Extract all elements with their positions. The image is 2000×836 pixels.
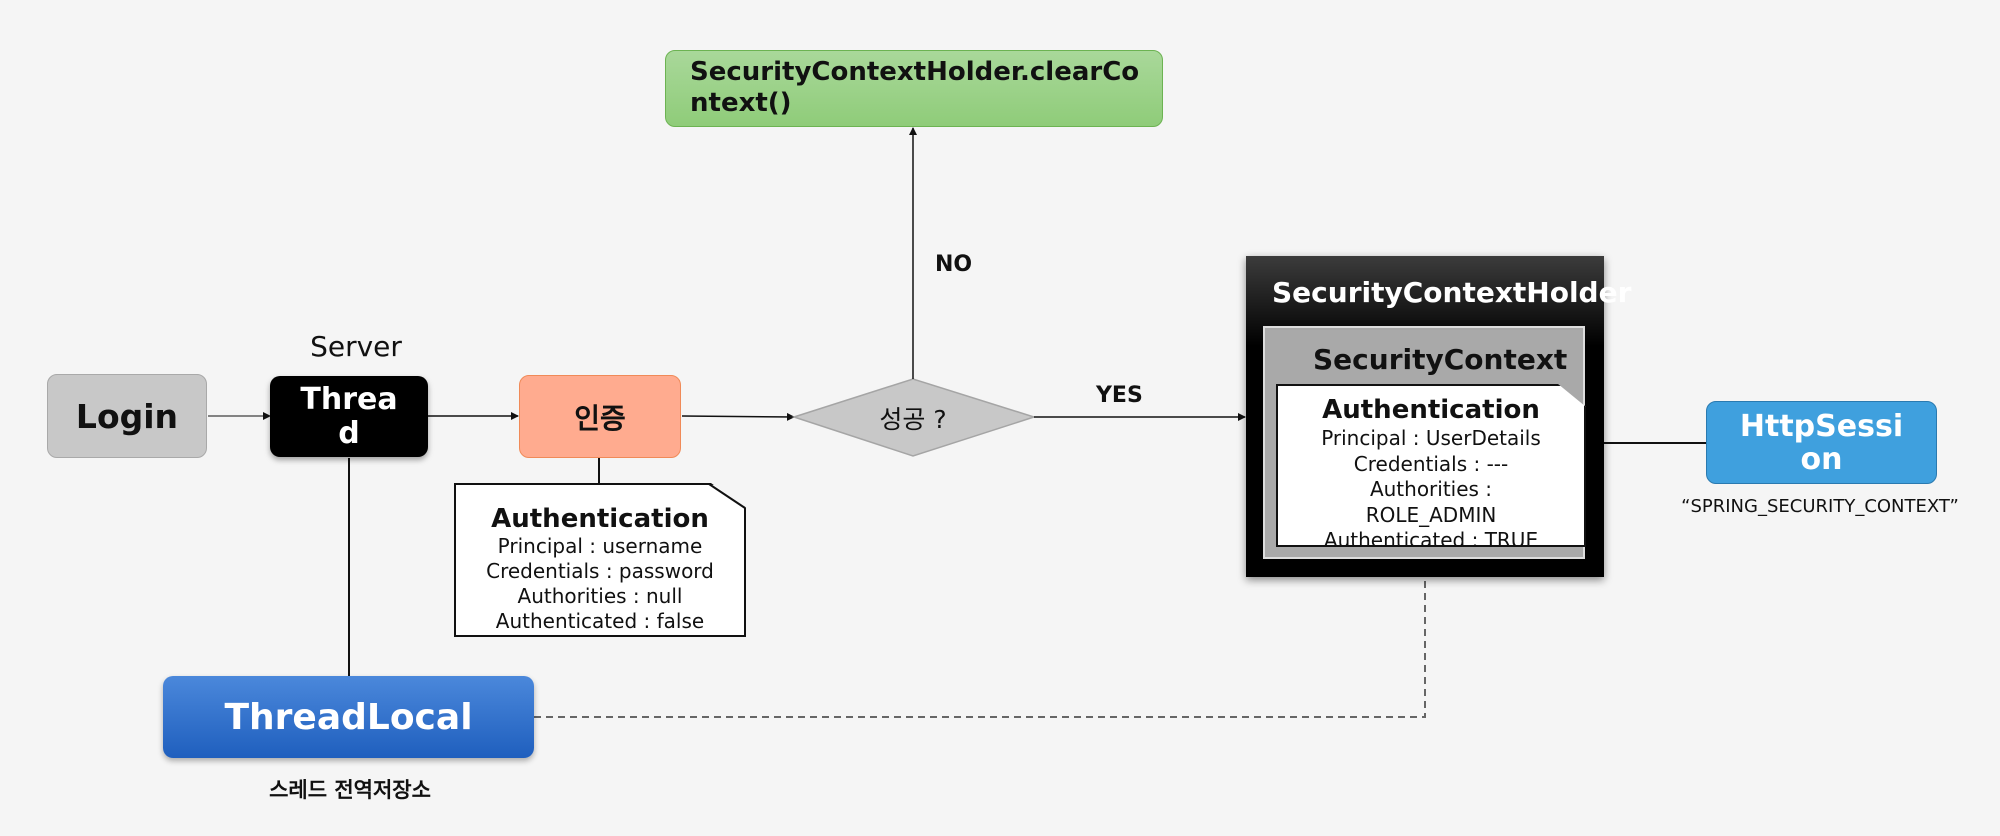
note-line-authorities: Authorities : null [517,584,683,608]
session-key-label: “SPRING_SECURITY_CONTEXT” [1681,496,1959,517]
note-line-principal: Principal : username [497,534,703,558]
thread-label-line2: d [338,415,360,451]
note-line-credentials: Credentials : password [486,559,714,583]
security-context: SecurityContext Authentication Principal… [1263,326,1586,559]
unauthenticated-note: Authentication Principal : username Cred… [454,483,746,637]
auth-note-authorities: Authorities : [1369,477,1493,501]
threadlocal-holder-dashed [534,559,1429,718]
auth-note-title: Authentication [1322,395,1540,425]
clear-context-line1: SecurityContextHolder.clearCo [690,57,1140,87]
auth-note-credentials: Credentials : --- [1353,451,1509,476]
thread-local-caption: 스레드 전역저장소 [269,778,431,802]
auth-note-role: ROLE_ADMIN [1365,502,1497,527]
yes-label: YES [1096,383,1143,408]
clear-context-line2: ntext() [690,88,792,118]
authenticated-note: Authentication Principal : UserDetails C… [1276,384,1586,547]
auth-label: 인증 [574,401,626,435]
server-label: Server [310,330,402,363]
thread-label-line1: Threa [300,381,398,417]
thread-box: Threa d [270,376,428,457]
holder-title: SecurityContextHolder [1272,276,1632,309]
no-label: NO [935,252,973,277]
clear-context-box: SecurityContextHolder.clearCo ntext() [665,50,1163,127]
note-line-authenticated: Authenticated : false [495,609,705,633]
auth-note-principal: Principal : UserDetails [1321,426,1541,450]
decision-label: 성공 ? [879,405,947,434]
note-title: Authentication [491,504,709,534]
auth-decision-connector [681,412,795,421]
thread-local-box: ThreadLocal [163,676,534,758]
http-session-box: HttpSessi on [1706,401,1937,484]
context-title: SecurityContext [1313,343,1568,376]
http-session-line1: HttpSessi [1739,408,1904,444]
http-session-line2: on [1800,441,1843,477]
auth-box: 인증 [519,375,681,458]
login-box: Login [47,374,207,458]
security-context-holder: SecurityContextHolder SecurityContext Au… [1246,256,1631,577]
thread-local-label: ThreadLocal [224,696,473,738]
auth-note-authenticated: Authenticated : TRUE [1323,528,1539,552]
login-label: Login [75,396,179,436]
